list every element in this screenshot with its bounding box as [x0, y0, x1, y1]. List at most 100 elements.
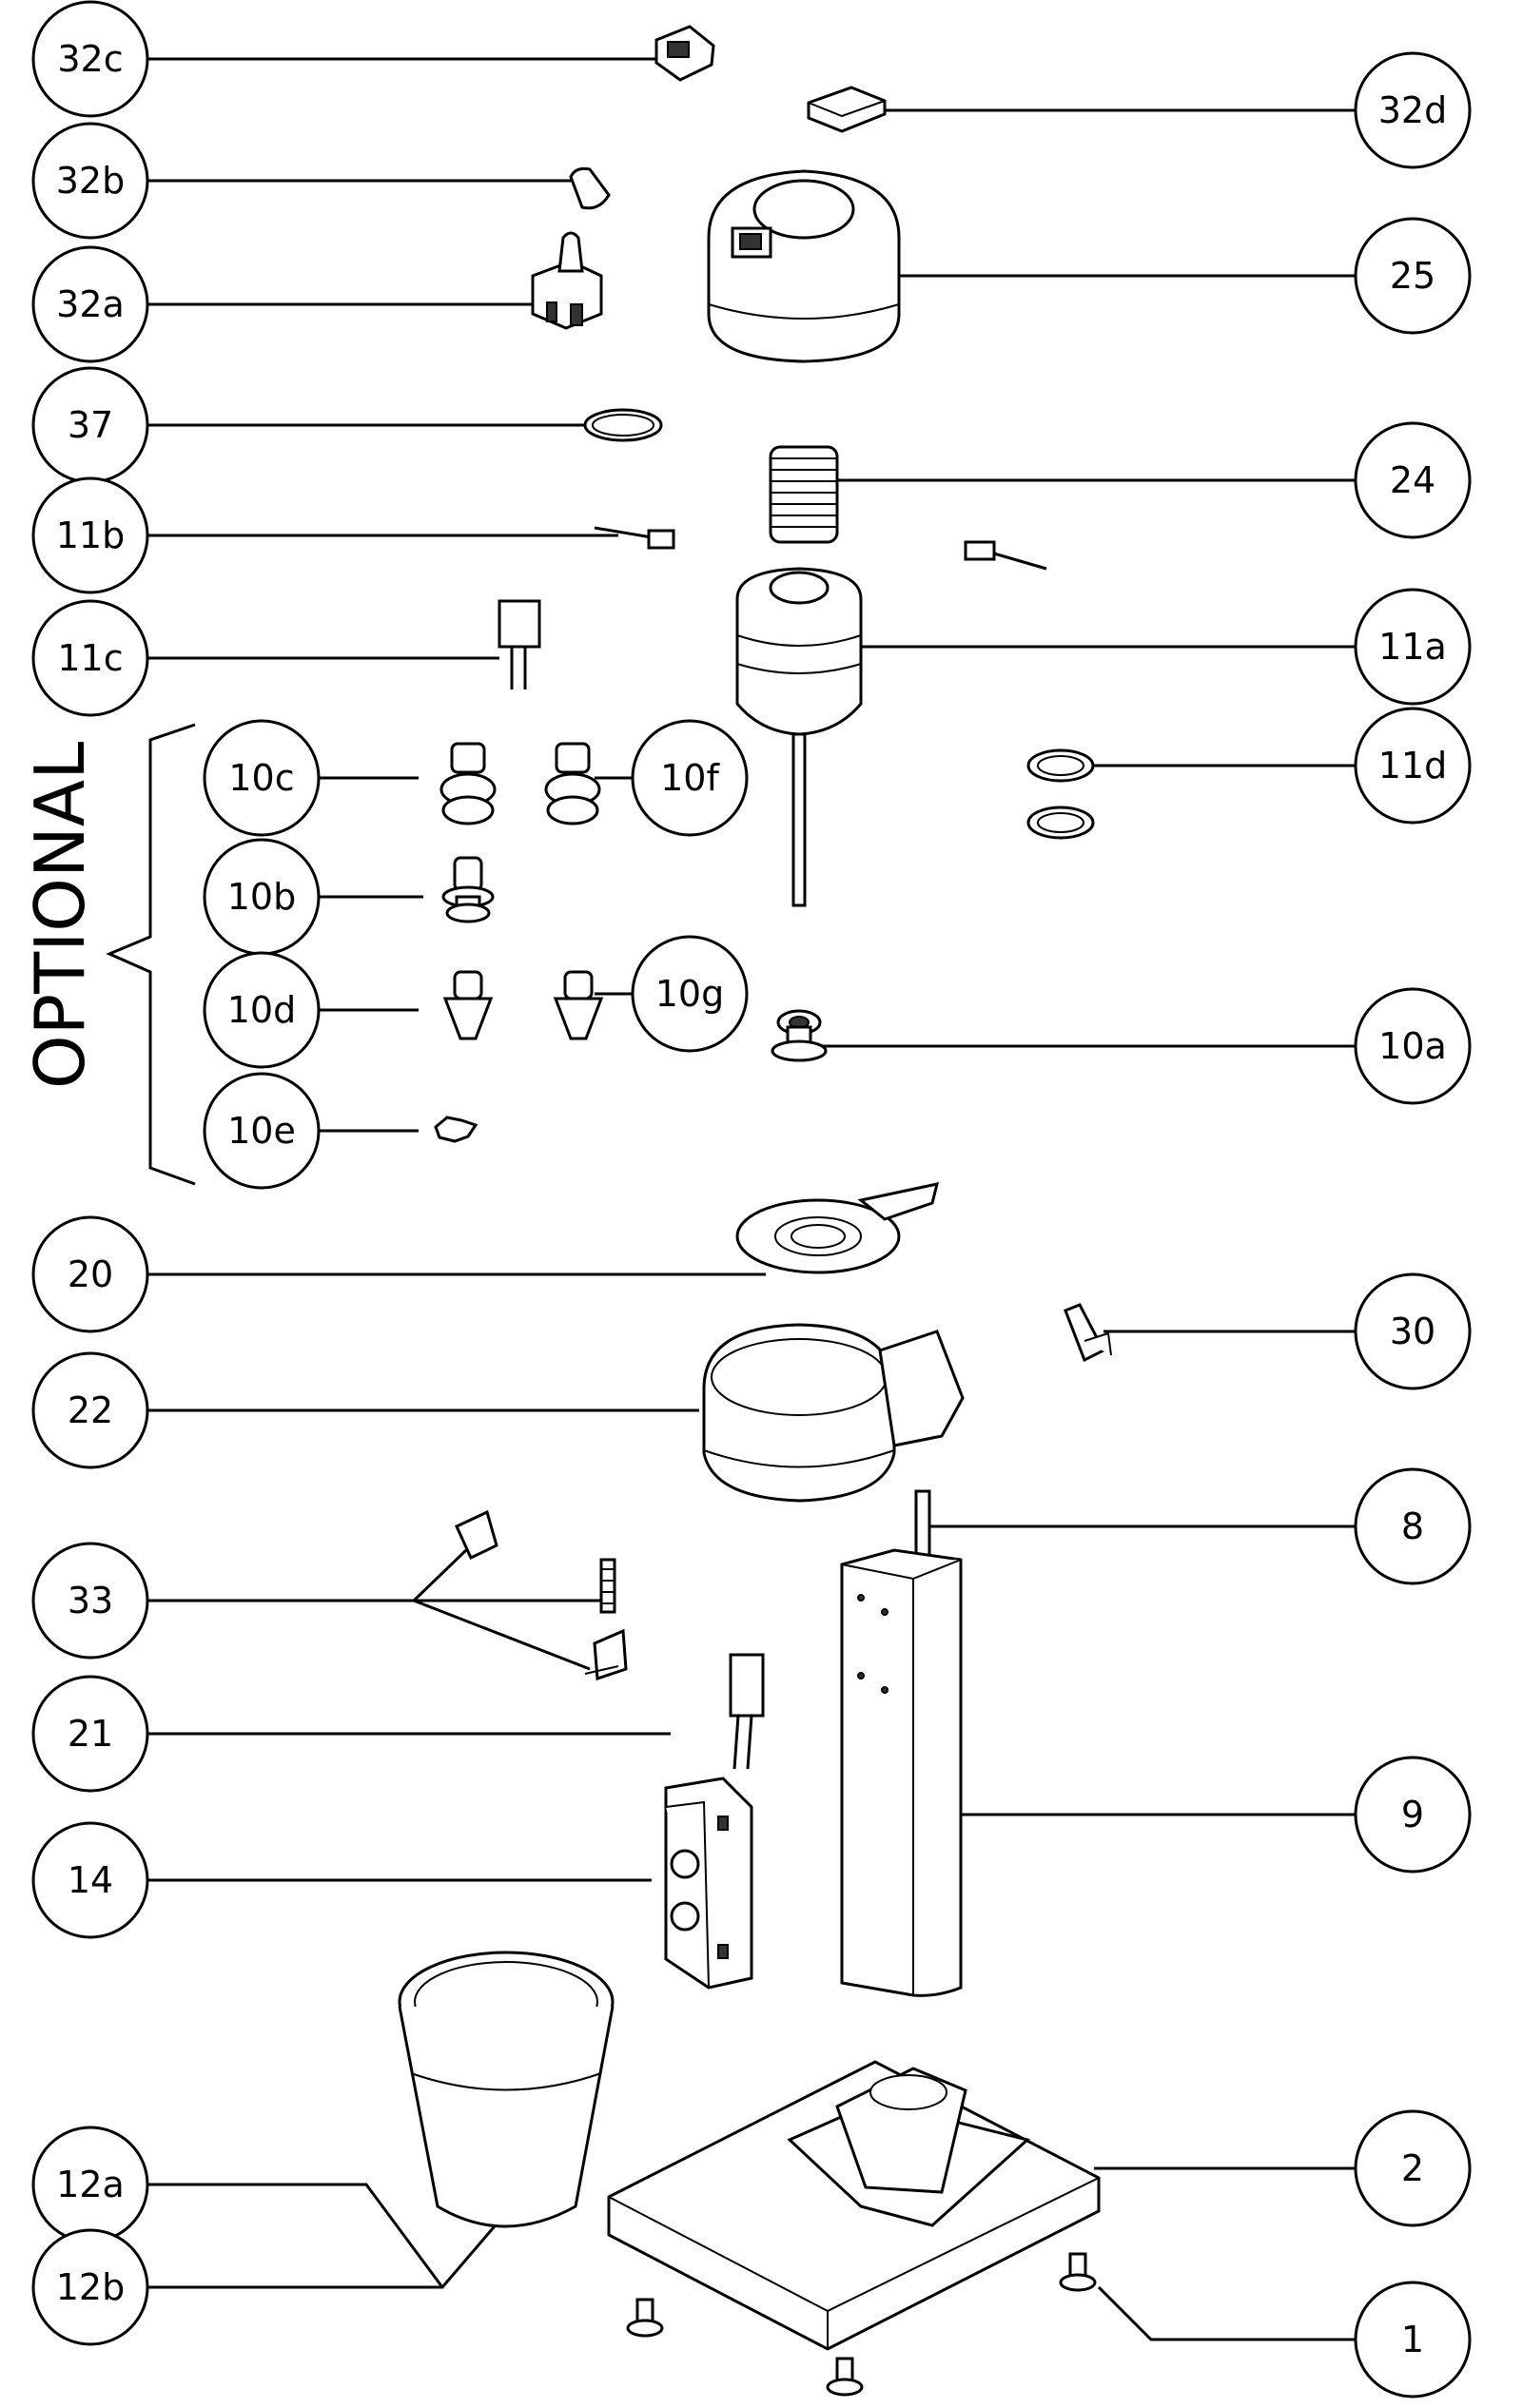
callout-30: 30 — [1354, 1272, 1472, 1390]
callout-11c: 11c — [31, 599, 149, 717]
foot-right — [1059, 2252, 1097, 2292]
leader-33-branch-a — [412, 1548, 468, 1602]
optional-group-bracket: OPTIONAL — [20, 723, 196, 1186]
part-10f-valve — [544, 742, 601, 825]
part-21-sensor — [729, 1653, 765, 1770]
callout-10g-label: 10g — [655, 973, 724, 1015]
callout-12b-label: 12b — [56, 2266, 125, 2308]
part-32c-switch-cover — [654, 25, 715, 82]
part-1-feet — [626, 2252, 1097, 2397]
callout-1-label: 1 — [1401, 2319, 1424, 2360]
part-10e-washer — [434, 1116, 478, 1143]
part-33-clip-set — [455, 1509, 628, 1681]
callout-14: 14 — [31, 1821, 149, 1939]
callout-12a-label: 12a — [56, 2164, 125, 2205]
part-10b-valve — [441, 856, 495, 923]
callout-24-label: 24 — [1390, 459, 1435, 501]
part-32d-pad — [807, 86, 887, 133]
part-11b-wire-connector — [594, 526, 675, 550]
callout-25: 25 — [1354, 217, 1472, 335]
callout-9-label: 9 — [1401, 1794, 1424, 1835]
callout-33: 33 — [31, 1542, 149, 1660]
callout-32b: 32b — [31, 122, 149, 240]
part-32a-toggle-switch — [531, 231, 603, 330]
callout-30-label: 30 — [1390, 1311, 1435, 1352]
callout-10a: 10a — [1354, 987, 1472, 1105]
optional-bracket-line — [106, 723, 196, 1186]
callout-8: 8 — [1354, 1467, 1472, 1585]
callout-8-label: 8 — [1401, 1505, 1424, 1547]
part-9-column — [840, 1548, 963, 1997]
callout-37: 37 — [31, 366, 149, 484]
callout-2-label: 2 — [1401, 2147, 1424, 2189]
parts — [398, 25, 1112, 2397]
callout-11a: 11a — [1354, 588, 1472, 706]
callout-12b: 12b — [31, 2228, 149, 2346]
callout-2: 2 — [1354, 2109, 1472, 2227]
callout-22: 22 — [31, 1351, 149, 1469]
part-37-o-ring — [583, 408, 663, 442]
part-connector-right — [964, 540, 1047, 571]
callout-32a: 32a — [31, 245, 149, 363]
callout-10e: 10e — [203, 1072, 321, 1190]
part-22-bowl — [702, 1323, 965, 1503]
callout-33-label: 33 — [68, 1580, 113, 1622]
leader-33-branch-b — [413, 1599, 591, 1671]
foot-center — [826, 2357, 864, 2397]
callout-14-label: 14 — [68, 1859, 113, 1901]
callout-32c-label: 32c — [57, 38, 123, 80]
callout-11b-label: 11b — [56, 515, 125, 556]
part-2-base — [607, 2060, 1101, 2351]
callout-37-label: 37 — [68, 404, 113, 446]
part-12a-12b-cup — [398, 1951, 615, 2228]
callout-32d: 32d — [1354, 51, 1472, 169]
callout-10g: 10g — [631, 935, 749, 1053]
callout-24: 24 — [1354, 421, 1472, 539]
foot-left — [626, 2298, 664, 2338]
callout-10f-label: 10f — [660, 757, 720, 799]
callout-10b: 10b — [203, 838, 321, 956]
part-14-bracket — [664, 1777, 753, 1990]
callout-12a: 12a — [31, 2126, 149, 2243]
part-30-latch — [1064, 1303, 1112, 1363]
callout-10d-label: 10d — [227, 989, 296, 1031]
callout-32d-label: 32d — [1378, 89, 1447, 131]
callout-20-label: 20 — [68, 1253, 113, 1295]
callout-22-label: 22 — [68, 1389, 113, 1431]
leader-12a — [147, 2183, 444, 2288]
part-10d-nozzle — [442, 970, 494, 1040]
part-20-drip-tray — [735, 1182, 940, 1274]
part-32b-cap — [569, 166, 611, 210]
callout-10c-label: 10c — [228, 757, 294, 799]
callout-9: 9 — [1354, 1756, 1472, 1874]
part-11a-motor — [735, 567, 863, 907]
part-11c-reed-sensor — [498, 599, 541, 689]
callout-1: 1 — [1354, 2281, 1472, 2398]
callout-21: 21 — [31, 1675, 149, 1793]
callout-10b-label: 10b — [227, 876, 296, 918]
leader-lines — [147, 57, 1356, 2341]
callout-10c: 10c — [203, 719, 321, 837]
part-10a-valve — [771, 1009, 828, 1062]
callout-20: 20 — [31, 1215, 149, 1333]
callout-11d-label: 11d — [1378, 745, 1447, 786]
callout-bubbles: 32c 32d 32b 25 32a 37 24 11b — [31, 0, 1472, 2398]
callout-32c: 32c — [31, 0, 149, 118]
part-25-top-housing — [707, 169, 901, 363]
part-10g-nozzle — [553, 970, 604, 1040]
leader-12b — [147, 2220, 501, 2289]
callout-10f: 10f — [631, 719, 749, 837]
callout-25-label: 25 — [1390, 255, 1435, 297]
callout-21-label: 21 — [68, 1713, 113, 1755]
callout-10e-label: 10e — [227, 1110, 296, 1152]
part-10c-valve — [439, 742, 497, 825]
callout-11c-label: 11c — [57, 637, 123, 679]
callout-10d: 10d — [203, 951, 321, 1069]
optional-label: OPTIONAL — [20, 742, 100, 1089]
leader-1 — [1097, 2285, 1356, 2341]
part-24-spring — [769, 445, 839, 544]
callout-11d: 11d — [1354, 707, 1472, 825]
callout-11a-label: 11a — [1378, 626, 1447, 668]
callout-11b: 11b — [31, 476, 149, 594]
